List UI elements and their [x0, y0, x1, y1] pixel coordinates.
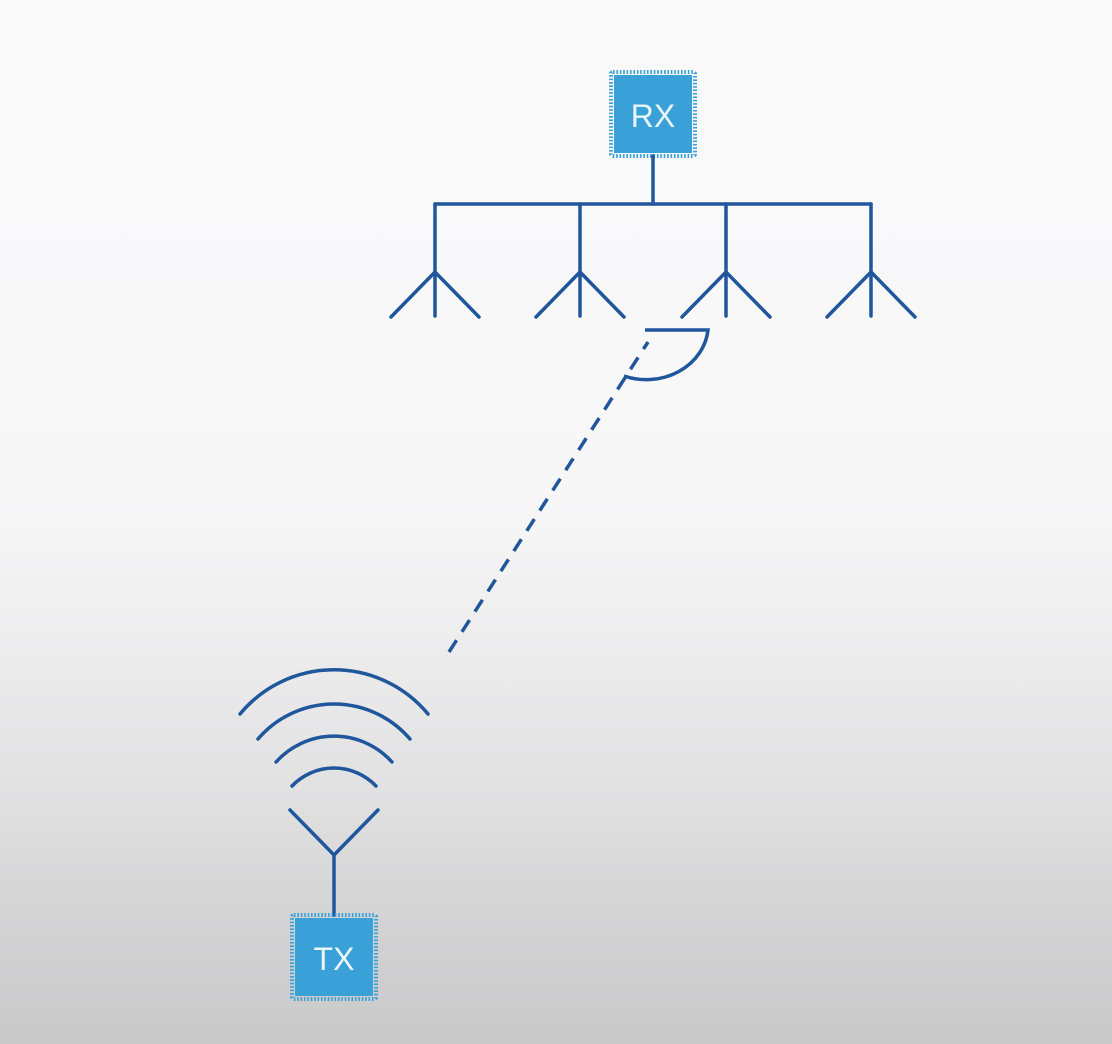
rx-antenna-icon	[825, 202, 917, 319]
rx-antenna-array	[389, 202, 917, 319]
rx-antenna-icon	[680, 202, 772, 319]
rx-antenna-icon	[534, 202, 626, 319]
radio-wave-arc	[290, 766, 378, 788]
tx-antenna-icon	[288, 808, 380, 917]
radio-wave-arc	[274, 734, 394, 764]
tx-label: TX	[314, 941, 355, 977]
rx-feed-network	[433, 154, 873, 206]
rx-chip-icon: RX	[609, 70, 697, 158]
signal-path-line	[447, 341, 650, 653]
radio-wave-arc	[256, 702, 412, 741]
rx-antenna-icon	[389, 202, 481, 319]
radio-wave-arc	[238, 668, 430, 716]
arrival-angle-arc	[623, 328, 710, 382]
wifi-waves-icon	[238, 668, 430, 788]
tx-chip-icon: TX	[290, 913, 378, 1001]
rx-label: RX	[631, 98, 675, 134]
